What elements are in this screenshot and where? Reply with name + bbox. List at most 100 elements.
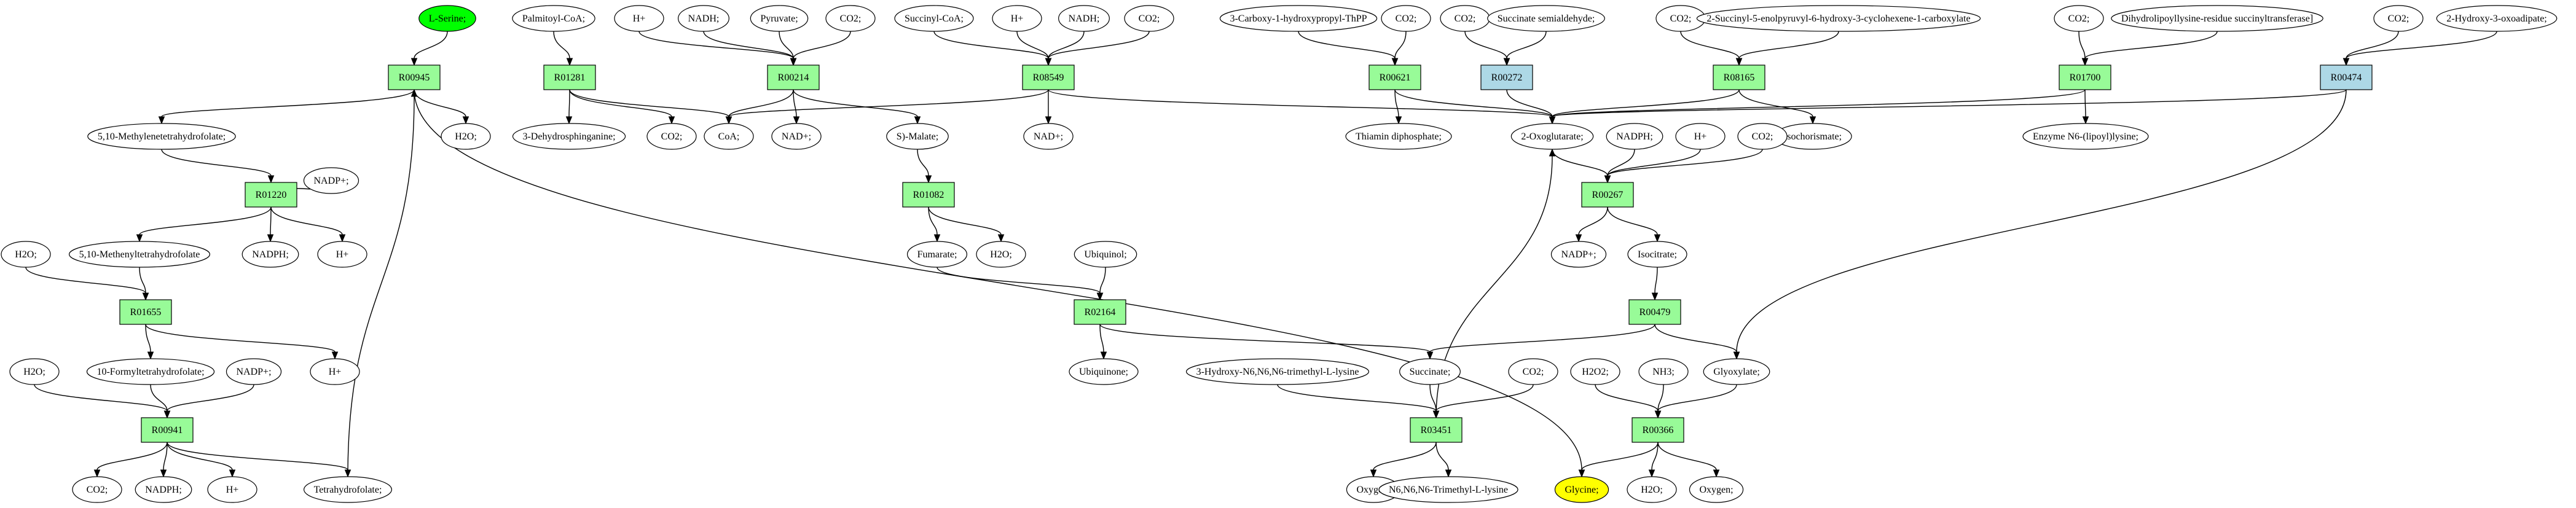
compound-ellipse <box>418 5 476 32</box>
compound-ellipse <box>1378 476 1518 503</box>
edge-line <box>1607 149 1701 176</box>
node-label: 3-Hydroxy-N6,N6,N6-trimethyl-L-lysine <box>1196 367 1359 377</box>
compound-ellipse <box>207 476 257 503</box>
reaction-box <box>902 182 955 208</box>
compound-node-nadplus_a: NAD+; <box>771 123 822 150</box>
node-label: CO2; <box>2388 14 2409 24</box>
compound-node-co2_h: CO2; <box>646 123 697 150</box>
edge-line <box>1464 31 1507 59</box>
node-label: CoA; <box>718 131 740 142</box>
arrowhead <box>1809 116 1816 125</box>
compound-ellipse <box>1554 476 1609 503</box>
compound-ellipse <box>1696 5 1981 32</box>
reaction-box <box>1074 299 1126 325</box>
arrowhead <box>1549 148 1556 157</box>
node-label: L-Serine; <box>429 14 466 24</box>
compound-ellipse <box>1381 5 1431 32</box>
compound-ellipse <box>992 5 1042 32</box>
edge-line <box>167 442 233 471</box>
edge-r01655-to-hplus_e <box>145 324 339 360</box>
arrowhead <box>566 58 573 66</box>
node-label: CO2; <box>2068 14 2090 24</box>
compound-node-h2o_d: H2O; <box>9 358 60 385</box>
node-label: Glycine; <box>1565 485 1598 495</box>
reaction-box <box>2059 64 2111 90</box>
arrowhead <box>1370 469 1377 478</box>
compound-node-nadph_c: NADPH; <box>135 476 192 503</box>
reaction-node-r00267: R00267 <box>1581 182 1634 208</box>
edge-thf-to-r00945 <box>347 88 418 477</box>
edge-methenyl_thf-to-r01655 <box>139 267 149 301</box>
arrowhead <box>1503 58 1510 66</box>
arrowhead <box>1575 234 1582 243</box>
arrowhead <box>1096 292 1104 301</box>
node-label: CO2; <box>840 14 862 24</box>
edge-fumarate-to-r02164 <box>937 267 1104 301</box>
node-label: H+ <box>1694 131 1707 142</box>
compound-ellipse <box>1703 358 1770 385</box>
edge-line <box>1552 89 2347 117</box>
arrowhead <box>1604 175 1611 184</box>
compound-ellipse <box>1 241 51 268</box>
reaction-node-r00941: R00941 <box>141 417 194 443</box>
arrowhead <box>565 116 573 125</box>
reaction-node-r00214: R00214 <box>767 64 820 90</box>
compound-ellipse <box>678 5 729 32</box>
arrowhead <box>1045 58 1052 66</box>
compound-ellipse <box>1675 123 1726 150</box>
edge-hydroxyoxo-to-r00474 <box>2342 31 2497 66</box>
edge-r00941-to-nadph_c <box>160 442 168 478</box>
arrowhead <box>1578 469 1585 478</box>
node-label: 3-Carboxy-1-hydroxypropyl-ThPP <box>1230 14 1367 24</box>
edge-line <box>793 89 918 117</box>
edge-line <box>414 89 466 117</box>
node-label: H+ <box>336 249 349 260</box>
compound-ellipse <box>2436 5 2558 32</box>
arrowhead <box>1654 234 1661 243</box>
edge-h2o_c-to-r01655 <box>25 267 149 301</box>
edge-line <box>1435 442 1449 471</box>
node-label: H+ <box>1011 14 1024 24</box>
edge-carboxy_thpp-to-r00621 <box>1298 31 1399 66</box>
edge-line <box>1506 89 1553 117</box>
edge-line <box>1048 89 1553 117</box>
reaction-box <box>543 64 596 90</box>
compound-node-co2_k: CO2; <box>72 476 122 503</box>
arrowhead <box>229 469 236 478</box>
edge-line <box>1099 324 1104 353</box>
compound-ellipse <box>1185 358 1370 385</box>
compound-node-nadh_b: NADH; <box>1058 5 1110 32</box>
node-label: Fumarate; <box>917 249 957 260</box>
edge-line <box>1048 31 1085 59</box>
compound-ellipse <box>135 476 192 503</box>
compound-ellipse <box>1627 241 1687 268</box>
compound-ellipse <box>2022 123 2149 150</box>
edge-line <box>779 31 794 59</box>
edge-h2o2-to-r00366 <box>1595 384 1662 419</box>
edge-r02164-to-succinate <box>1099 324 1434 360</box>
compound-node-succcoa: Succinyl-CoA; <box>894 5 974 32</box>
compound-ellipse <box>646 123 697 150</box>
edge-line <box>1736 89 2347 353</box>
reaction-box <box>119 299 172 325</box>
edge-line <box>145 324 151 353</box>
edge-r01082-to-h2o_b <box>928 206 1005 243</box>
compound-node-methenyl_thf: 5,10-Methenyltetrahydrofolate <box>68 241 211 268</box>
edge-nadh_b-to-r08549 <box>1045 31 1085 66</box>
edge-line <box>139 267 146 294</box>
compound-node-glyoxylate: Glyoxylate; <box>1703 358 1770 385</box>
node-label: CO2; <box>1670 14 1692 24</box>
edge-line <box>1394 31 1407 59</box>
arrowhead <box>997 234 1005 243</box>
reaction-box <box>1581 182 1634 208</box>
arrowhead <box>790 58 797 66</box>
node-label: H2O; <box>990 249 1012 260</box>
arrowhead <box>410 88 418 97</box>
edge-r01220-to-nadph_b <box>267 206 274 243</box>
edge-r01220-to-hplus_d <box>270 206 346 243</box>
compound-node-h2o_c: H2O; <box>1 241 51 268</box>
node-label: R01281 <box>554 72 586 83</box>
edge-line <box>1651 442 1659 471</box>
arrowhead <box>2082 116 2089 125</box>
node-label: Ubiquinol; <box>1084 249 1126 260</box>
